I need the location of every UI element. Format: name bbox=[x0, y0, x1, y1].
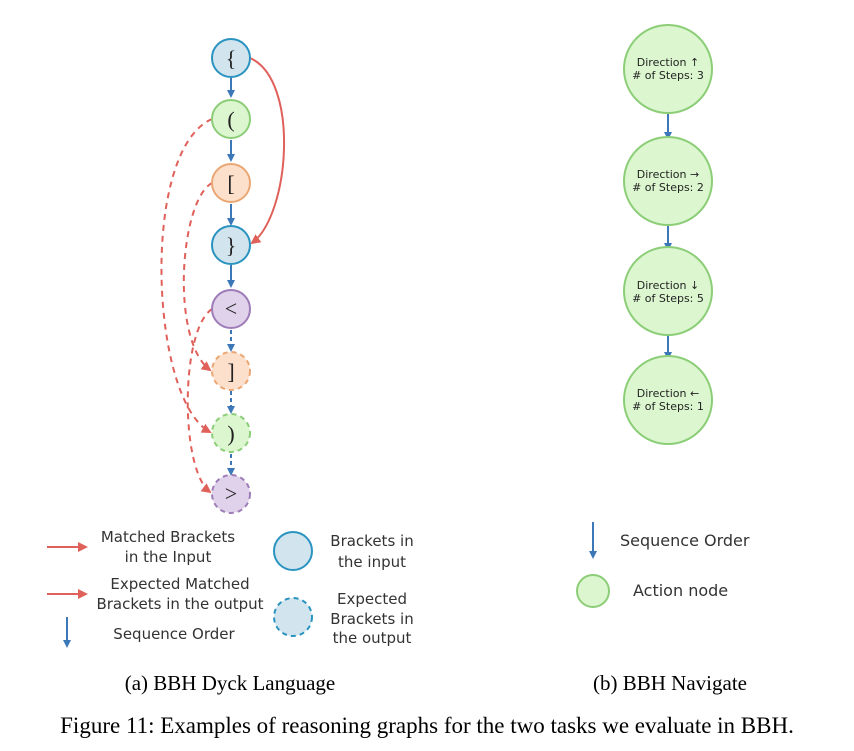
nav-node-direction: Direction ← bbox=[637, 387, 699, 400]
legend-expected-line1: Expected Matched bbox=[110, 575, 249, 593]
legend-output-circle-icon bbox=[273, 597, 313, 637]
legend-input-line1: Brackets in bbox=[330, 532, 413, 550]
dyck-node-3: [ bbox=[211, 163, 251, 203]
dyck-node-6: ] bbox=[211, 351, 251, 391]
nav-legend-sequence-label: Sequence Order bbox=[620, 531, 750, 550]
dyck-node-5: < bbox=[211, 289, 251, 329]
dyck-node-label: ) bbox=[227, 421, 234, 446]
nav-node-2: Direction → # of Steps: 2 bbox=[623, 136, 713, 226]
expected-arrow-angle bbox=[186, 308, 213, 494]
dyck-node-label: < bbox=[225, 296, 237, 321]
dyck-node-label: { bbox=[226, 46, 237, 71]
matched-arrow-curly bbox=[249, 57, 285, 245]
dyck-node-4: } bbox=[211, 225, 251, 265]
legend-matched-line1: Matched Brackets bbox=[101, 528, 235, 546]
nav-node-steps: # of Steps: 2 bbox=[632, 181, 704, 194]
nav-node-steps: # of Steps: 3 bbox=[632, 69, 704, 82]
expected-arrow-paren bbox=[160, 118, 213, 433]
legend-expected-line2: Brackets in the output bbox=[96, 595, 263, 613]
legend-sequence-label: Sequence Order bbox=[113, 625, 235, 643]
nav-node-1: Direction ↑ # of Steps: 3 bbox=[623, 24, 713, 114]
legend-output-line3: the output bbox=[333, 629, 412, 647]
legend-input-circle-icon bbox=[273, 531, 313, 571]
dyck-node-label: } bbox=[226, 233, 237, 258]
dyck-node-2: ( bbox=[211, 99, 251, 139]
nav-node-direction: Direction → bbox=[637, 168, 699, 181]
dyck-node-label: ] bbox=[227, 359, 234, 384]
nav-node-direction: Direction ↓ bbox=[637, 279, 699, 292]
legend-output-line2: Brackets in bbox=[330, 610, 413, 628]
legend-matched-line2: in the Input bbox=[125, 548, 212, 566]
nav-node-steps: # of Steps: 1 bbox=[632, 400, 704, 413]
nav-node-3: Direction ↓ # of Steps: 5 bbox=[623, 246, 713, 336]
dyck-node-label: > bbox=[225, 481, 237, 506]
dyck-node-7: ) bbox=[211, 413, 251, 453]
navigate-caption: (b) BBH Navigate bbox=[593, 671, 747, 695]
dyck-node-1: { bbox=[211, 38, 251, 78]
legend-input-line2: the input bbox=[338, 553, 406, 571]
dyck-legend: Matched Brackets in the Input Expected M… bbox=[47, 528, 414, 648]
nav-legend-action-label: Action node bbox=[633, 581, 728, 600]
legend-output-line1: Expected bbox=[337, 590, 407, 608]
expected-arrow-square bbox=[182, 182, 213, 372]
dyck-node-label: [ bbox=[227, 171, 234, 196]
nav-legend-action-circle-icon bbox=[576, 574, 610, 608]
figure-caption: Figure 11: Examples of reasoning graphs … bbox=[60, 713, 794, 738]
dyck-caption: (a) BBH Dyck Language bbox=[125, 671, 336, 695]
nav-node-direction: Direction ↑ bbox=[637, 56, 699, 69]
navigate-legend: Sequence Order Action node bbox=[576, 522, 750, 608]
navigate-graph: Direction ↑ # of Steps: 3 Direction → # … bbox=[623, 24, 713, 445]
dyck-node-8: > bbox=[211, 474, 251, 514]
dyck-graph: { ( [ } < ] ) > bbox=[160, 38, 285, 514]
nav-node-4: Direction ← # of Steps: 1 bbox=[623, 355, 713, 445]
nav-node-steps: # of Steps: 5 bbox=[632, 292, 704, 305]
dyck-node-label: ( bbox=[227, 107, 234, 132]
